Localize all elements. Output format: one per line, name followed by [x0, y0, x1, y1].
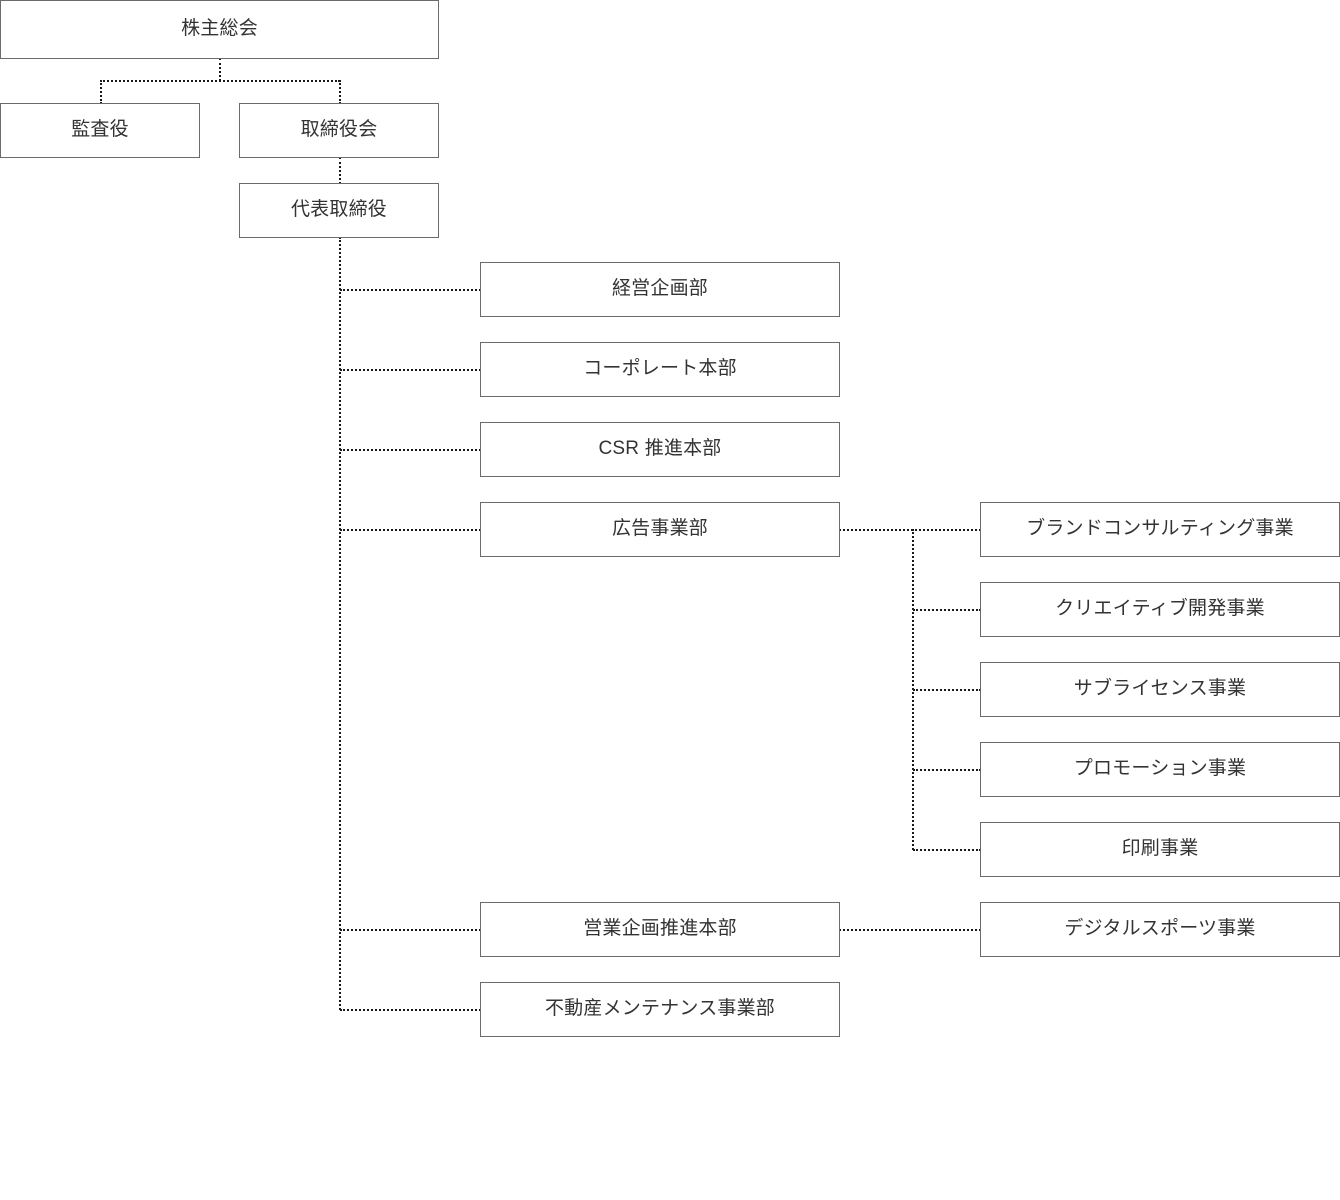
node-business-brand-consulting[interactable]: ブランドコンサルティング事業 [980, 502, 1340, 557]
node-business-creative-development[interactable]: クリエイティブ開発事業 [980, 582, 1340, 637]
connector-advertising-to-business-5 [913, 849, 981, 851]
connector-trunk-to-division-3 [340, 449, 481, 451]
connector-auditor-drop [100, 80, 102, 104]
node-auditor[interactable]: 監査役 [0, 103, 200, 158]
node-division-realestate-maintenance[interactable]: 不動産メンテナンス事業部 [480, 982, 840, 1037]
connector-shareholders-bar [100, 80, 340, 82]
node-division-csr-hq[interactable]: CSR 推進本部 [480, 422, 840, 477]
node-business-digital-sports[interactable]: デジタルスポーツ事業 [980, 902, 1340, 957]
connector-advertising-to-business-3 [913, 689, 981, 691]
connector-main-trunk [339, 237, 341, 1010]
connector-advertising-to-business-2 [913, 609, 981, 611]
connector-advertising-stem [839, 529, 981, 531]
connector-board-to-representative [339, 157, 341, 184]
connector-trunk-to-division-6 [340, 1009, 481, 1011]
node-representative-director[interactable]: 代表取締役 [239, 183, 439, 238]
connector-shareholders-stem [219, 58, 221, 81]
connector-trunk-to-division-4 [340, 529, 481, 531]
connector-trunk-to-division-5 [340, 929, 481, 931]
node-shareholders-meeting[interactable]: 株主総会 [0, 0, 439, 59]
node-board-of-directors[interactable]: 取締役会 [239, 103, 439, 158]
connector-advertising-to-business-4 [913, 769, 981, 771]
connector-sales-to-digital-sports [839, 929, 981, 931]
node-business-sublicense[interactable]: サブライセンス事業 [980, 662, 1340, 717]
node-business-printing[interactable]: 印刷事業 [980, 822, 1340, 877]
connector-trunk-to-division-2 [340, 369, 481, 371]
node-division-sales-planning-hq[interactable]: 営業企画推進本部 [480, 902, 840, 957]
node-division-advertising[interactable]: 広告事業部 [480, 502, 840, 557]
node-business-promotion[interactable]: プロモーション事業 [980, 742, 1340, 797]
connector-trunk-to-division-1 [340, 289, 481, 291]
node-division-management-planning[interactable]: 経営企画部 [480, 262, 840, 317]
node-division-corporate-hq[interactable]: コーポレート本部 [480, 342, 840, 397]
connector-board-drop [339, 80, 341, 104]
